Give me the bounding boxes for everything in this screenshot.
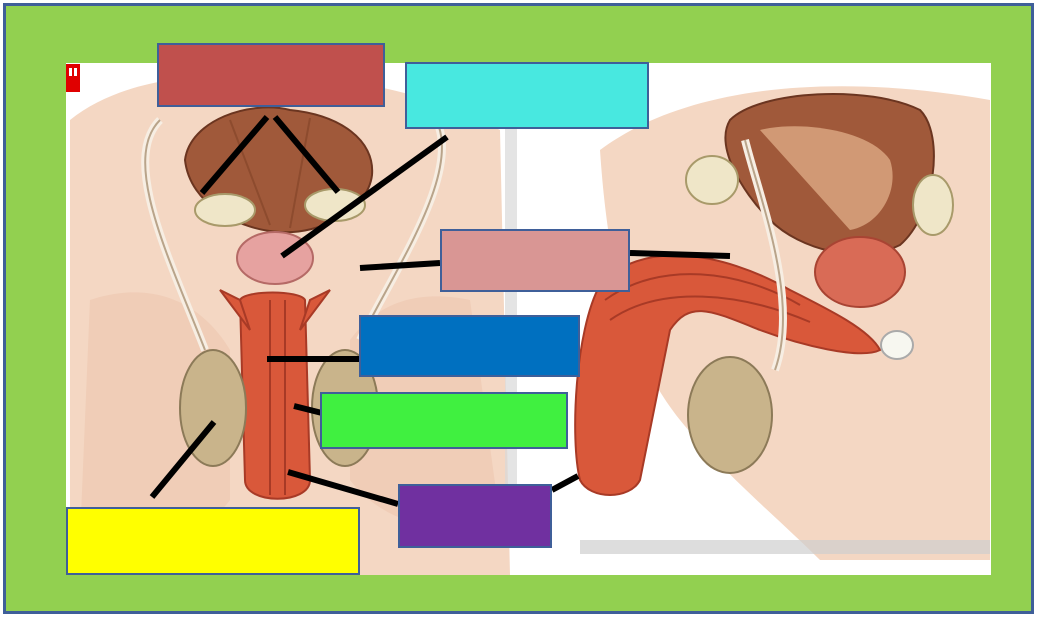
label-box-urethra[interactable] [359, 315, 580, 377]
label-box-ejaculatory-duct[interactable] [405, 62, 649, 129]
leader-line-prostate-right [630, 253, 730, 256]
label-box-seminal-vesicles[interactable] [157, 43, 385, 107]
label-box-penis[interactable] [320, 392, 568, 449]
label-box-prostate[interactable] [440, 229, 630, 292]
red-square-icon [66, 64, 80, 92]
label-box-testis[interactable] [66, 507, 360, 575]
label-box-glans[interactable] [398, 484, 552, 548]
